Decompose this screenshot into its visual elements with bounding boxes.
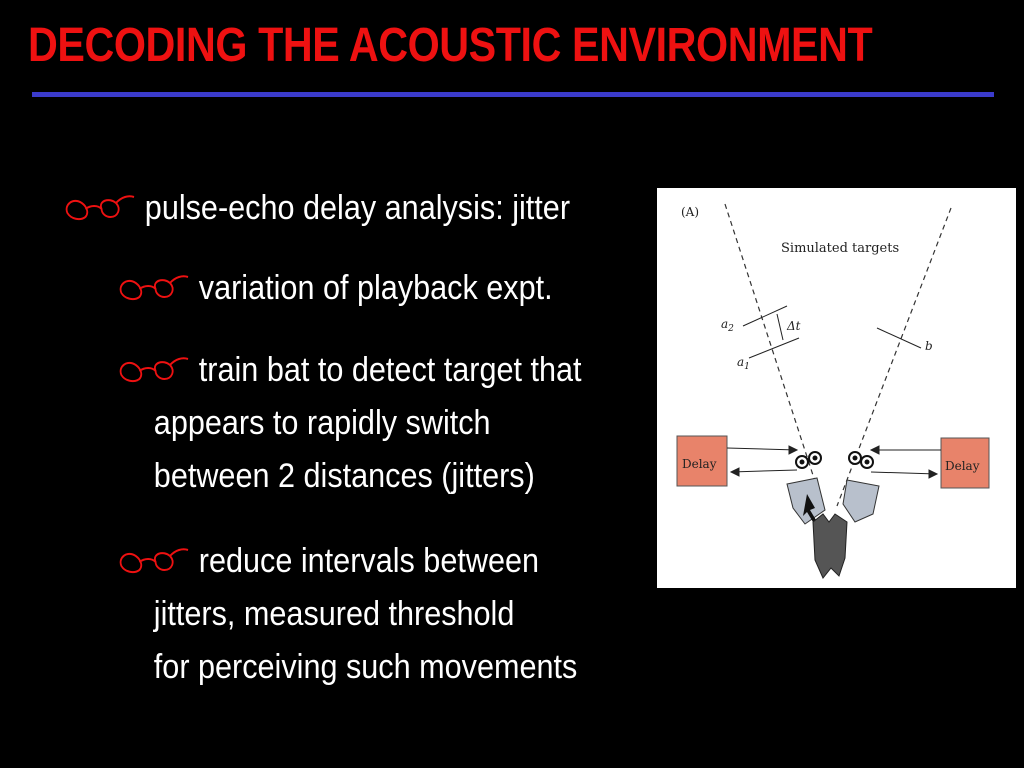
- arrowhead-right-out: [928, 469, 939, 479]
- arrowhead-left-out: [729, 467, 740, 477]
- bullet-4: reduce intervals between jitters, measur…: [116, 535, 577, 694]
- arrow-left-out: [730, 469, 798, 473]
- echo-path-left: [724, 203, 824, 507]
- bat-arrow-icon: [803, 494, 816, 522]
- delay-label-right: Delay: [945, 459, 980, 473]
- spectacles-icon: [116, 346, 192, 383]
- figure-caption: Simulated targets: [781, 241, 899, 256]
- arrowhead-left-in: [788, 445, 799, 455]
- slide-title: DECODING THE ACOUSTIC ENVIRONMENT: [28, 19, 873, 72]
- speaker-pair-left: [795, 451, 822, 469]
- bullet-2-text: variation of playback expt.: [198, 269, 553, 307]
- title-underline: [32, 92, 994, 97]
- target-line-a2: [742, 305, 788, 327]
- spectacles-icon: [116, 264, 192, 301]
- bullet-3-line-1: train bat to detect target that: [198, 351, 582, 389]
- delay-label-left: Delay: [682, 457, 717, 471]
- label-delta-t: Δt: [786, 319, 801, 333]
- bullet-4-line-2: jitters, measured threshold: [153, 595, 515, 633]
- bullet-4-line-1: reduce intervals between: [198, 542, 540, 580]
- bullet-1: pulse-echo delay analysis: jitter: [62, 182, 570, 235]
- bullet-3-line-3: between 2 distances (jitters): [153, 457, 535, 495]
- spectacles-icon: [116, 537, 192, 574]
- arrow-left-in: [726, 447, 798, 451]
- label-a2: a2: [721, 317, 734, 334]
- spectacles-icon: [62, 184, 138, 221]
- target-line-a1: [748, 337, 800, 359]
- target-line-b: [876, 327, 922, 349]
- bat-right-ear: [842, 479, 880, 523]
- bullet-1-text: pulse-echo delay analysis: jitter: [144, 189, 571, 227]
- bullet-3: train bat to detect target that appears …: [116, 344, 582, 503]
- bullet-2: variation of playback expt.: [116, 262, 553, 315]
- bat-body: [812, 513, 848, 579]
- label-b: b: [925, 339, 933, 353]
- label-a1: a1: [737, 355, 750, 372]
- bullet-3-line-2: appears to rapidly switch: [153, 404, 491, 442]
- delay-box-left: [676, 435, 728, 487]
- speaker-pair-right: [848, 451, 874, 469]
- jitter-experiment-figure: (A) Simulated targets a2 a1 Δt b Delay D…: [657, 188, 1016, 588]
- panel-label: (A): [681, 205, 699, 219]
- arrow-right-out: [870, 471, 938, 475]
- delta-t-marker: [776, 313, 784, 341]
- arrowhead-right-in: [869, 445, 880, 455]
- bullet-4-line-3: for perceiving such movements: [153, 648, 578, 686]
- delay-box-right: [940, 437, 990, 489]
